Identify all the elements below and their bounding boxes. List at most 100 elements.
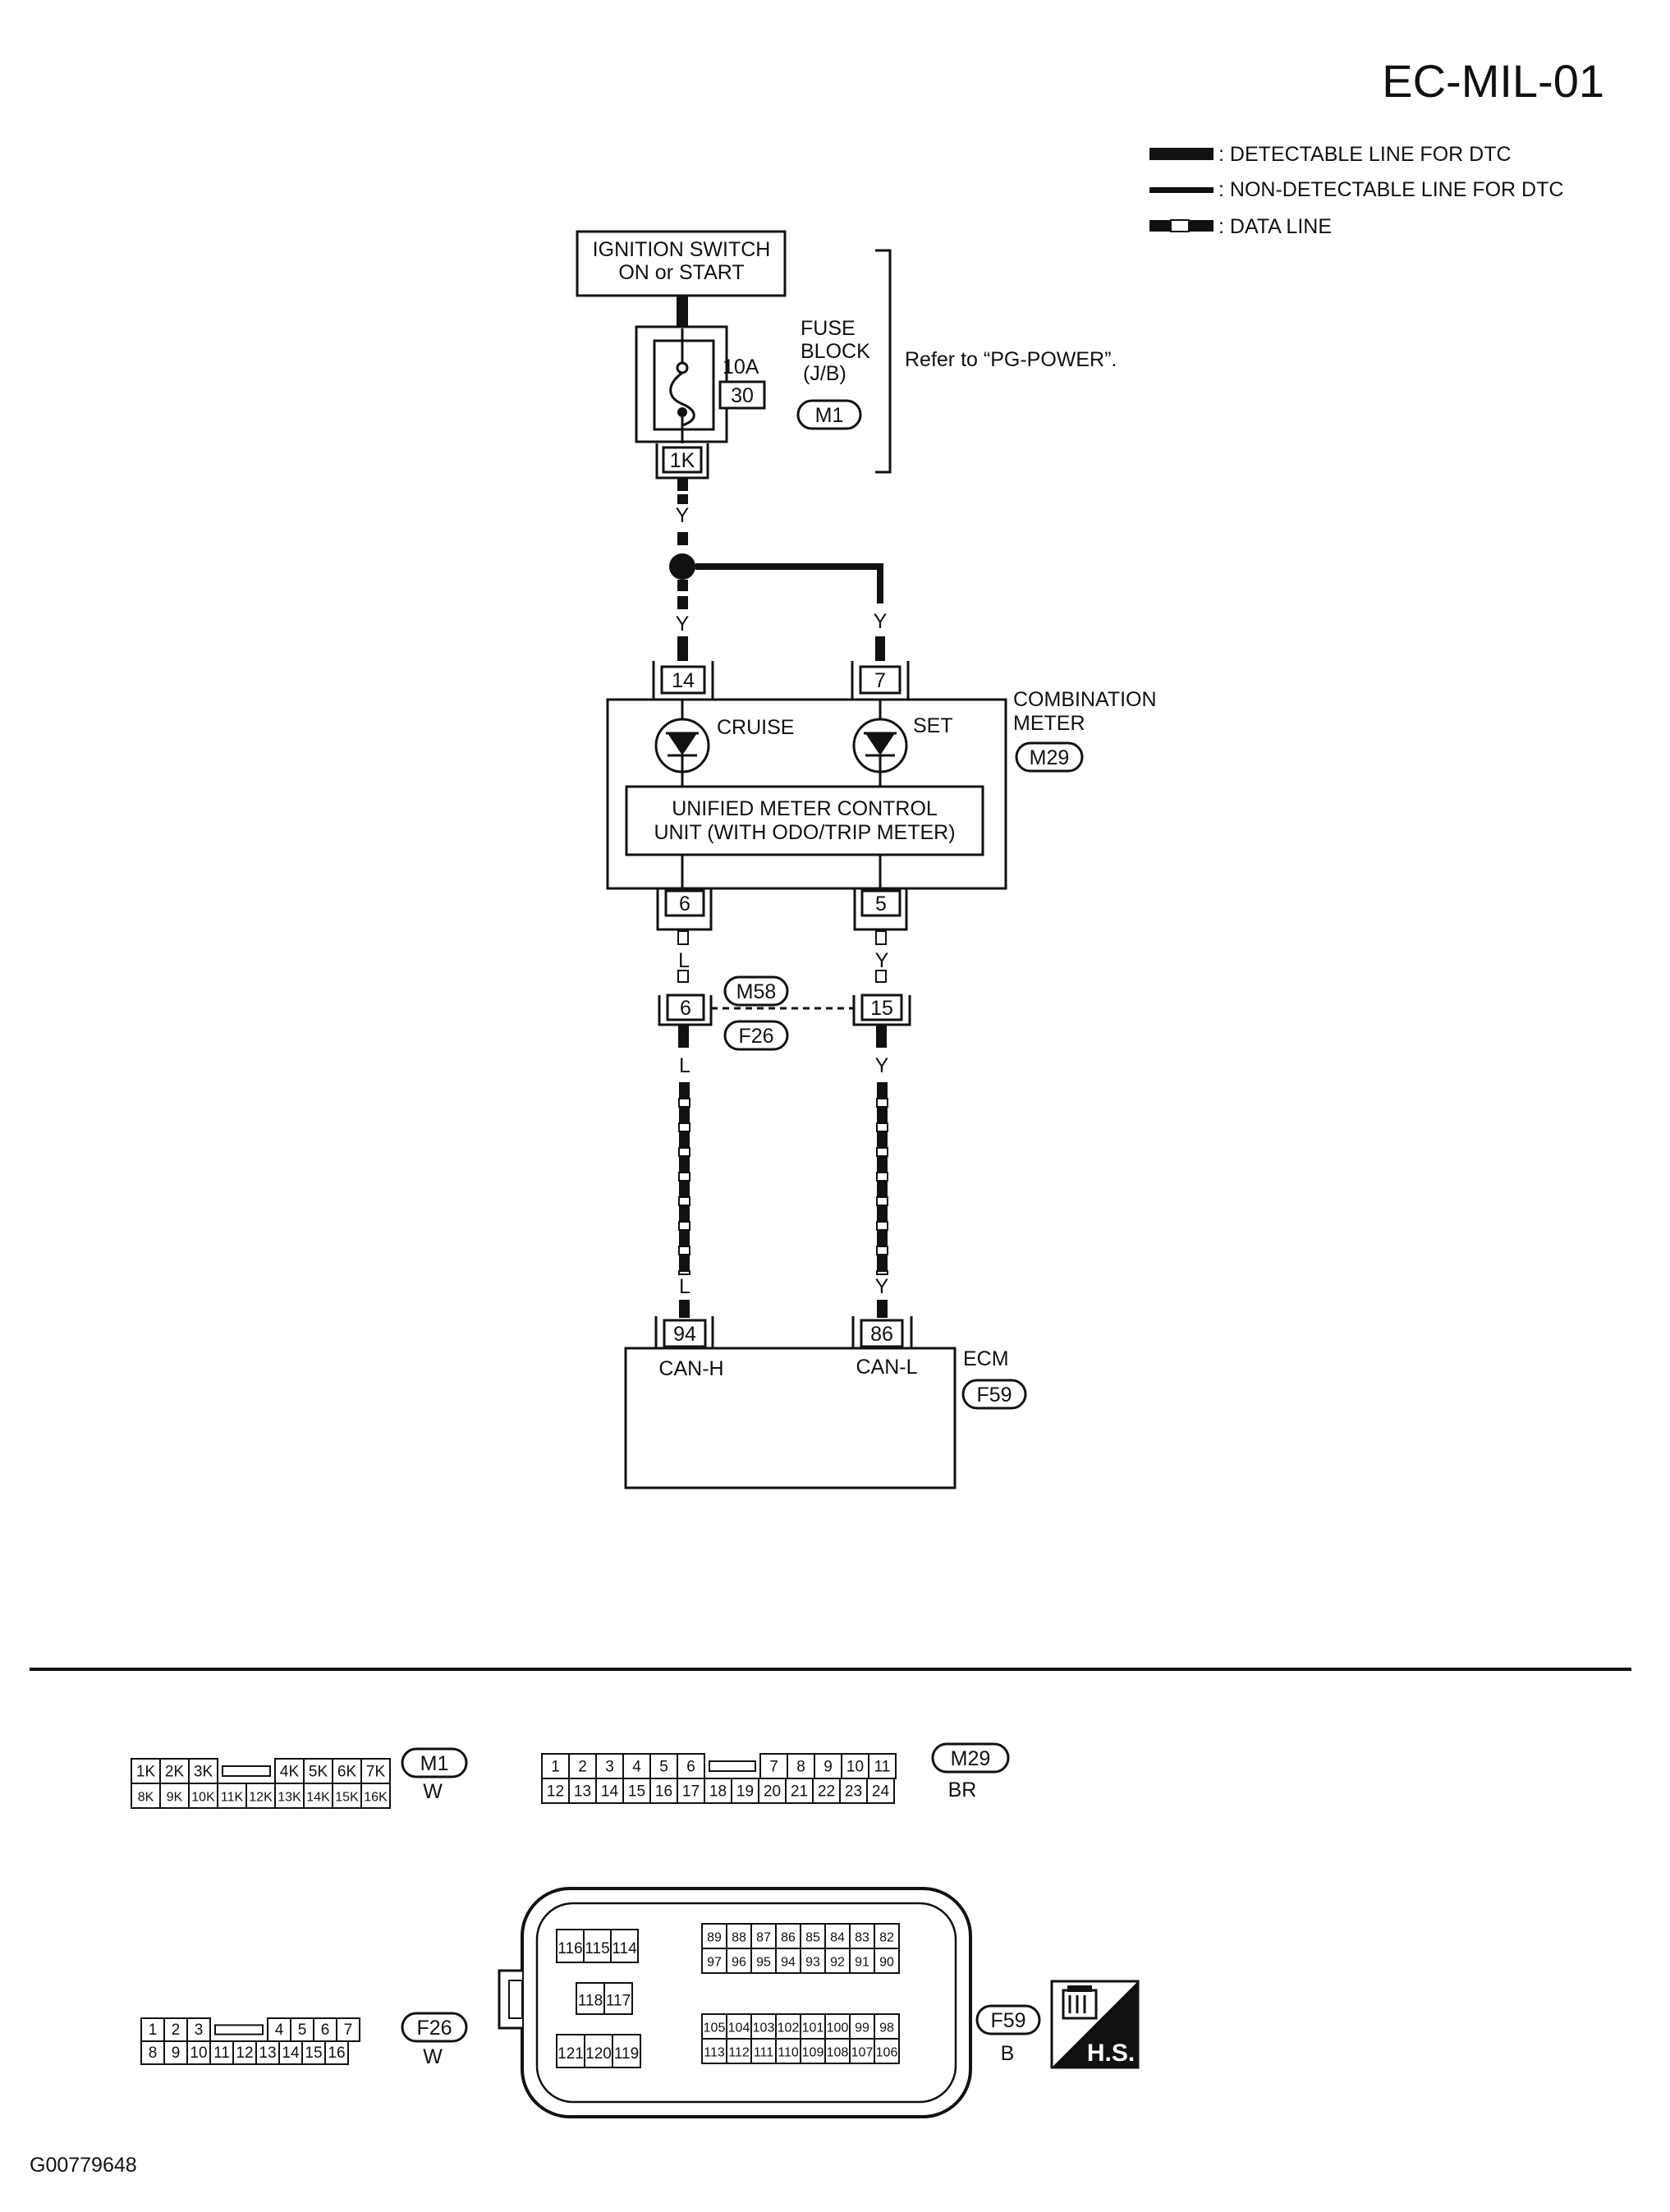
connector-plug-icon — [1062, 1985, 1098, 2020]
pin-label: 21 — [791, 1783, 808, 1801]
pin-label: 101 — [802, 2022, 824, 2035]
pin-label: 2 — [172, 2022, 181, 2039]
pin-label: 114 — [612, 1940, 637, 1957]
pin-cell — [824, 1923, 851, 1949]
pin-label: 8 — [796, 1759, 805, 1776]
pin-label: 2K — [165, 1764, 185, 1781]
pin-cell — [775, 1948, 801, 1974]
pin-cell — [209, 2040, 234, 2065]
splice-point — [669, 553, 695, 580]
pin-cell — [874, 1948, 900, 1974]
pin-label: 7K — [366, 1764, 386, 1781]
ignition-switch-line2: ON or START — [618, 261, 744, 284]
pin-label: 90 — [879, 1956, 894, 1970]
pin-label: 107 — [851, 2046, 874, 2060]
pin-cell — [731, 1778, 759, 1804]
connector-key-slot — [222, 1765, 271, 1777]
ecm-terminal-94-label: 94 — [673, 1323, 696, 1346]
data-wire-ecm-stub-left — [679, 1300, 690, 1318]
ecm-terminal-94: 94 — [654, 1316, 714, 1350]
connector-f26-color: W — [423, 2045, 443, 2068]
wire-color-y-6: Y — [875, 1275, 889, 1298]
connector-m1-badge — [401, 1747, 468, 1778]
pin-label: 15 — [628, 1783, 645, 1801]
pin-label: 93 — [805, 1956, 820, 1970]
data-line-segment-light — [678, 1098, 690, 1108]
legend: : DETECTABLE LINE FOR DTC : NON-DETECTAB… — [1149, 143, 1563, 238]
connector-key-slot — [709, 1760, 756, 1772]
fuse-block: 10A 30 FUSE BLOCK (J/B) M1 — [635, 317, 870, 443]
pin-label: 13 — [259, 2044, 276, 2062]
pin-label: 104 — [728, 2022, 750, 2035]
wire-ignition-to-fuse — [677, 296, 688, 328]
pin-label: 5K — [309, 1764, 328, 1781]
pin-label: 12 — [236, 2044, 253, 2062]
data-line-segment-dark — [877, 1181, 888, 1197]
pin-label: 9K — [167, 1791, 183, 1805]
pin-cell — [603, 1982, 633, 2015]
pin-cell — [866, 1778, 895, 1804]
pin-cell — [274, 1783, 305, 1809]
pin-label: 6 — [686, 1759, 695, 1776]
data-line-segment-dark — [679, 1082, 690, 1099]
connector-f26-id: F26 — [416, 2017, 452, 2040]
pin-cell — [874, 2038, 900, 2064]
pin-label: 108 — [827, 2046, 849, 2060]
data-line-segment-dark — [877, 1205, 888, 1222]
pin-cell — [726, 1948, 752, 1974]
fuse-block-label-3: (J/B) — [803, 362, 846, 385]
pin-label: 4 — [275, 2022, 284, 2039]
data-line-can-h — [678, 1082, 690, 1275]
pin-label: 2 — [578, 1759, 587, 1776]
pin-label: 109 — [802, 2046, 824, 2060]
hs-badge-label: H.S. — [1087, 2040, 1135, 2067]
pin-label: 15 — [305, 2044, 322, 2062]
pin-label: 16 — [655, 1783, 672, 1801]
data-line-can-l — [876, 1082, 888, 1275]
unit-label-1: UNIFIED METER CONTROL — [672, 797, 938, 820]
pin-label: 7 — [769, 1759, 778, 1776]
data-line-segment-light — [876, 1098, 888, 1108]
pin-label: 117 — [606, 1992, 631, 2009]
pin-cell — [360, 1783, 391, 1809]
terminal-5-meter-label: 5 — [875, 893, 887, 916]
pin-label: 14 — [601, 1783, 619, 1801]
unit-label-2: UNIT (WITH ODO/TRIP METER) — [654, 821, 955, 844]
data-line-segment-dark — [679, 1131, 690, 1148]
pin-label: 118 — [578, 1992, 603, 2009]
pin-label: 10K — [191, 1791, 215, 1805]
terminal-1k-label: 1K — [670, 449, 695, 472]
pin-label: 105 — [704, 2022, 726, 2035]
data-line-segment-light — [876, 1221, 888, 1231]
connector-f26-badge — [401, 2012, 468, 2043]
data-line-segment-light — [876, 1270, 888, 1275]
pin-label: 11 — [213, 2044, 230, 2062]
joint-terminal-15-label: 15 — [870, 997, 893, 1020]
ignition-switch: IGNITION SWITCH ON or START — [576, 230, 787, 297]
terminal-14-label: 14 — [672, 669, 695, 692]
ecm-connector-badge — [961, 1379, 1027, 1410]
combination-meter-connector: M29 — [1030, 746, 1070, 769]
data-line-segment-light — [876, 1196, 888, 1206]
pin-label: 12 — [547, 1783, 564, 1801]
pin-label: 121 — [557, 2045, 584, 2063]
legend-data-label: : DATA LINE — [1218, 215, 1332, 238]
ecm-terminal-86-label: 86 — [870, 1323, 893, 1346]
pin-label: 82 — [879, 1931, 894, 1945]
wire-color-l-3: L — [679, 1275, 690, 1298]
data-line-segment-dark — [877, 1156, 888, 1173]
wire-color-y-5: Y — [875, 1054, 889, 1077]
pin-cell — [800, 2038, 826, 2064]
pin-label: 4 — [632, 1759, 641, 1776]
joint-terminal-15: 15 — [852, 994, 911, 1026]
pin-cell — [839, 1778, 868, 1804]
joint-terminal-6-label: 6 — [680, 997, 691, 1020]
data-line-segment-dark — [877, 1107, 888, 1123]
pin-cell — [360, 1758, 391, 1784]
joint-connector-bottom: F26 — [738, 1025, 773, 1048]
combination-meter-label-1: COMBINATION — [1013, 688, 1157, 711]
pin-label: 96 — [732, 1956, 746, 1970]
joint-connector-top: M58 — [736, 980, 777, 1003]
